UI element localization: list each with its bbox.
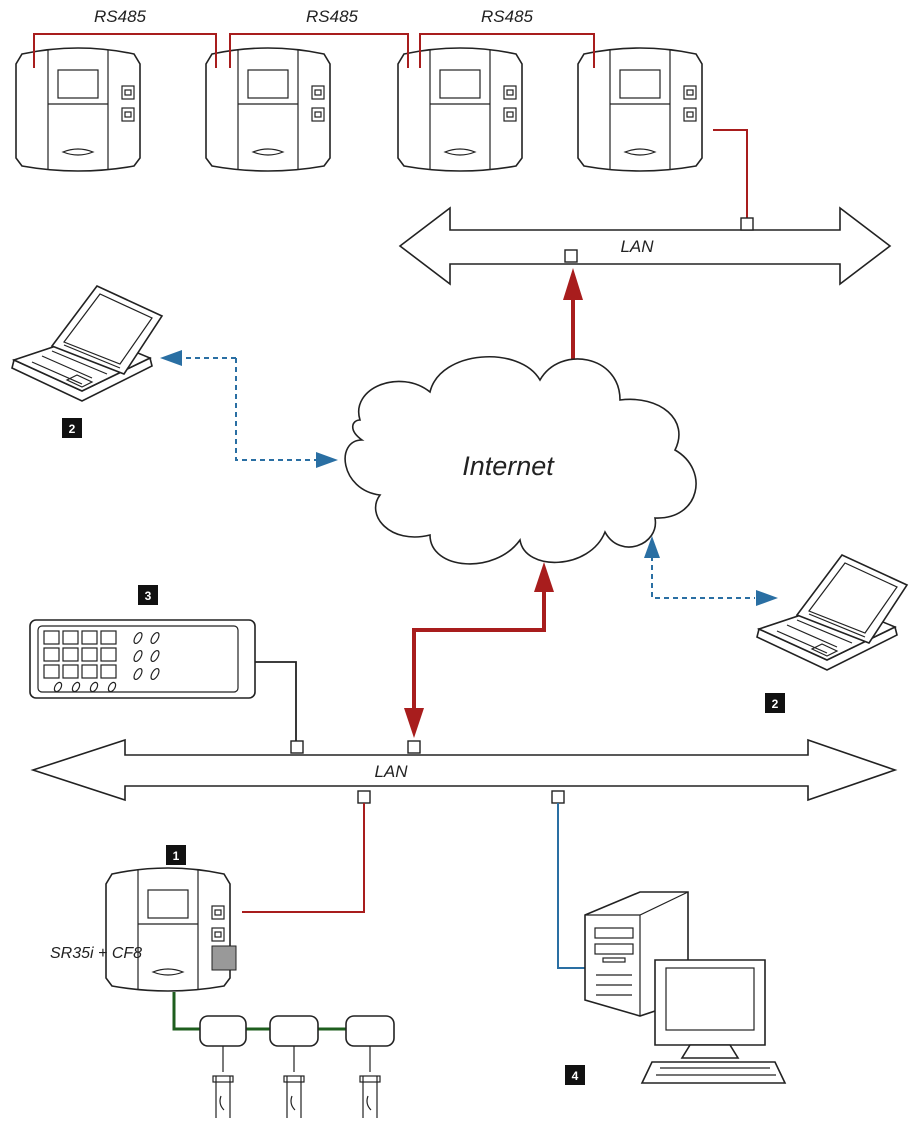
arrow-head-icon <box>563 268 583 300</box>
lan-bus-top <box>398 206 892 286</box>
remote-link <box>651 556 755 599</box>
badge-number: 2 <box>69 422 76 436</box>
controller-lan-link <box>242 803 365 913</box>
arrow-head-icon <box>316 452 338 468</box>
operator-panel-icon <box>29 619 256 699</box>
sensor-bus-label: SR35i + CF8 <box>50 945 142 962</box>
lan-port <box>407 740 421 754</box>
rs485-label: RS485 <box>306 7 359 26</box>
sensor-probe-icon <box>283 1075 305 1119</box>
controller-lan-link <box>713 129 748 218</box>
lan-port <box>290 740 304 754</box>
sensor-cable <box>222 1046 371 1072</box>
controller-unit-icon <box>397 47 523 172</box>
lan-port <box>564 249 578 263</box>
badge <box>62 418 82 438</box>
rs485-label: RS485 <box>94 7 147 26</box>
rs485-label: RS485 <box>481 7 534 26</box>
sensor-probe-icon <box>359 1075 381 1119</box>
laptop-icon <box>756 554 908 671</box>
panel-lan-link <box>255 661 297 742</box>
badge-number: 3 <box>145 589 152 603</box>
lan-port <box>551 790 565 804</box>
lan-bus-bottom <box>30 738 898 802</box>
badge <box>166 845 186 865</box>
arrow-head-icon <box>534 562 554 592</box>
arrow-head-icon <box>756 590 778 606</box>
sensor-module <box>269 1015 319 1047</box>
lan-label: LAN <box>374 762 408 781</box>
sensor-module <box>199 1015 247 1047</box>
controller-unit-icon <box>577 47 703 172</box>
laptop-icon <box>11 285 163 402</box>
badge <box>565 1065 585 1085</box>
lan-port <box>357 790 371 804</box>
sensor-bus-link <box>172 992 346 1031</box>
badge-number: 4 <box>572 1069 579 1083</box>
internet-cloud-icon <box>344 356 697 565</box>
remote-link <box>235 358 318 461</box>
controller-unit-icon <box>105 867 231 992</box>
internet-link <box>412 586 546 716</box>
arrow-head-icon <box>404 708 424 738</box>
module-slot <box>211 945 237 971</box>
arrow-head-icon <box>644 536 660 558</box>
lan-label: LAN <box>620 237 654 256</box>
badge-number: 1 <box>173 849 180 863</box>
arrow-head-icon <box>160 350 182 366</box>
rs485-link <box>229 33 409 68</box>
sensor-probe-icon <box>212 1075 234 1119</box>
badge <box>138 585 158 605</box>
pc-lan-link <box>557 803 585 969</box>
badge-number: 2 <box>772 697 779 711</box>
rs485-link <box>33 33 217 68</box>
sensor-module <box>345 1015 395 1047</box>
internet-label: Internet <box>462 451 555 481</box>
lan-port <box>740 217 754 231</box>
badge <box>765 693 785 713</box>
rs485-link <box>419 33 595 68</box>
controller-unit-icon <box>205 47 331 172</box>
desktop-pc-icon <box>584 891 787 1084</box>
